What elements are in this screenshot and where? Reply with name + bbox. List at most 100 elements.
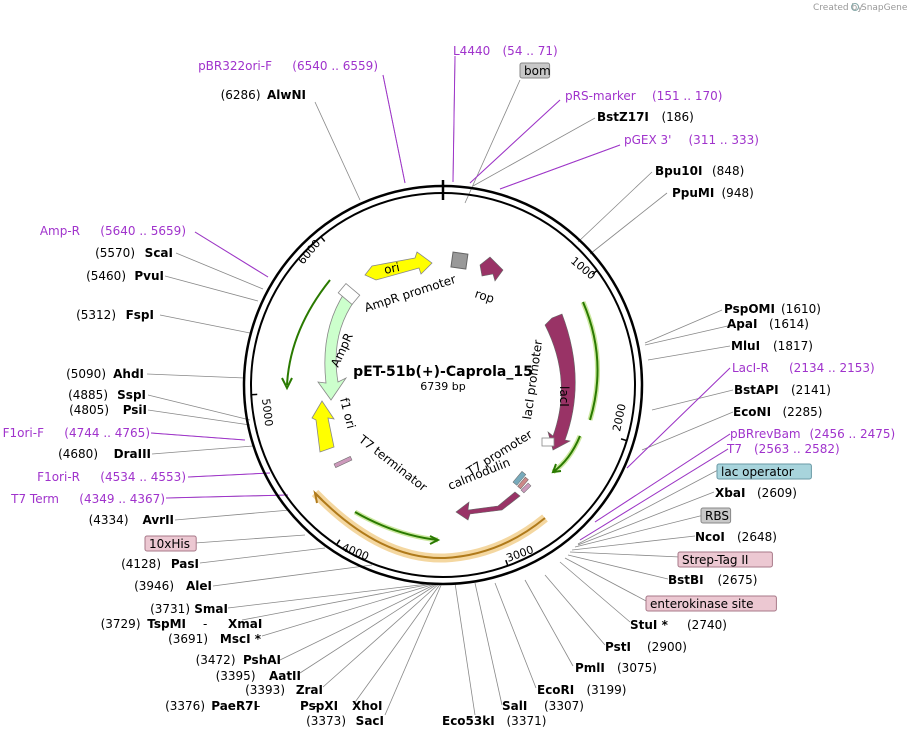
tick-2000 — [620, 438, 627, 442]
site-label-8-name: PpuMI — [672, 186, 714, 200]
plasmid-name: pET-51b(+)-Caprola_15 — [353, 364, 533, 380]
ampr-feature[interactable] — [317, 291, 356, 401]
calmodulin-feature[interactable] — [455, 491, 521, 521]
features — [281, 251, 601, 563]
site-label-18-pos: (2285) — [783, 405, 823, 419]
site-label-29-pos: (2900) — [647, 640, 687, 654]
f1-ori-feature[interactable] — [311, 400, 335, 453]
watermark-prefix: Created by — [813, 3, 863, 13]
site-label-43-name: XmaI — [228, 617, 262, 631]
site-label-44-name: SmaI — [194, 602, 228, 616]
site-label-50-name: F1ori-R — [37, 470, 80, 484]
site-label-48-pos: (4334) — [89, 513, 129, 527]
site-label-13-name: PspOMI — [724, 302, 775, 316]
site-label-49-pos: (4349 .. 4367) — [79, 492, 165, 506]
site-label-24-pos: (2648) — [737, 530, 777, 544]
site-label-45-pos: (3946) — [134, 579, 174, 593]
t7-terminator-feature[interactable] — [333, 456, 353, 468]
site-label-10-pos: (5570) — [95, 246, 135, 260]
site-label-15-name: MluI — [731, 339, 760, 353]
enterokinase-feature[interactable] — [520, 482, 532, 494]
site-label-51-name: DraIII — [114, 447, 151, 461]
site-label-37-name: PaeR7I — [211, 699, 258, 713]
site-label-0-pos: (6286) — [221, 88, 261, 102]
site-label-32-pos: (3307) — [544, 699, 584, 713]
tick-4000 — [335, 539, 341, 546]
tick-label-1000: 1000 — [568, 254, 598, 282]
site-label-0-name: AlwNI — [267, 88, 306, 102]
site-label-53-name: PsiI — [123, 403, 147, 417]
site-label-41-pos: (3691) — [168, 632, 208, 646]
f1-ori-label: f1 ori — [337, 396, 358, 430]
t7-terminator-label: T7 terminator — [355, 432, 430, 495]
site-label-21-name: lac operator — [721, 465, 794, 479]
site-label-27-name: enterokinase site — [650, 597, 753, 611]
site-label-19-pos: (2456 .. 2475) — [810, 427, 896, 441]
site-label-32-name: SalI — [502, 699, 527, 713]
site-label-49-name: T7 Term — [10, 492, 59, 506]
site-label-19-name: pBRrevBam — [730, 427, 801, 441]
site-label-54-name: SspI — [117, 388, 146, 402]
site-label-36-name: XhoI — [352, 699, 383, 713]
site-label-33-name: Eco53kI — [442, 714, 495, 728]
site-label-21-box — [716, 463, 812, 480]
site-label-3-box — [519, 62, 551, 79]
site-label-42-name: TspMI — [147, 617, 186, 631]
site-label-45-name: AleI — [186, 579, 212, 593]
plasmid-size: 6739 bp — [420, 380, 465, 393]
laci-feature[interactable] — [544, 313, 576, 451]
site-label-12-pos: (5312) — [76, 308, 116, 322]
snapgene-logo-icon — [851, 3, 859, 11]
site-label-25-name: Strep-Tag II — [682, 553, 748, 567]
site-label-28-name: StuI * — [630, 618, 669, 632]
ampr-promoter-feature[interactable] — [337, 283, 361, 305]
site-label-8-pos: (948) — [722, 186, 754, 200]
site-label-23-name: RBS — [705, 509, 729, 523]
site-label-41-name: MscI * — [220, 632, 262, 646]
lac-operator-feature[interactable] — [512, 470, 527, 486]
site-label-40-pos: (3472) — [196, 653, 236, 667]
label-dash-0: - — [203, 617, 207, 631]
tick-label-4000: 4000 — [340, 541, 371, 564]
site-label-16-pos: (2134 .. 2153) — [789, 361, 875, 375]
site-label-37-pos: (3376) — [165, 699, 205, 713]
ori-label: ori — [383, 260, 401, 277]
site-label-9-pos: (5640 .. 5659) — [100, 224, 186, 238]
site-label-14-pos: (1614) — [769, 317, 809, 331]
site-label-4-pos: (151 .. 170) — [652, 89, 722, 103]
site-label-31-pos: (3199) — [587, 683, 627, 697]
site-label-14-name: ApaI — [727, 317, 757, 331]
bom-feature[interactable] — [450, 251, 469, 270]
ori-feature[interactable] — [364, 251, 433, 281]
laci-promoter-feature[interactable] — [541, 437, 555, 447]
site-label-13-pos: (1610) — [781, 302, 821, 316]
primer-markers — [150, 55, 731, 541]
site-label-5-name: BstZ17I — [597, 110, 649, 124]
site-label-44-pos: (3731) — [150, 602, 190, 616]
strep-tag-feature[interactable] — [517, 476, 529, 490]
site-label-20-name: T7 — [726, 442, 742, 456]
site-label-10-name: ScaI — [145, 246, 173, 260]
site-label-11-pos: (5460) — [86, 269, 126, 283]
site-label-29-name: PstI — [605, 640, 631, 654]
site-label-48-name: AvrII — [142, 513, 174, 527]
tick-marks — [251, 180, 627, 566]
site-label-2-name: L4440 — [453, 44, 490, 58]
site-label-26-name: BstBI — [668, 573, 704, 587]
rop-feature[interactable] — [479, 256, 504, 282]
site-label-6-pos: (311 .. 333) — [689, 133, 759, 147]
site-label-47-box — [144, 535, 197, 552]
site-label-17-pos: (2141) — [791, 383, 831, 397]
site-label-39-pos: (3395) — [216, 669, 256, 683]
site-label-1-pos: (6540 .. 6559) — [292, 59, 378, 73]
site-label-34-name: SacI — [356, 714, 384, 728]
site-label-15-pos: (1817) — [773, 339, 813, 353]
site-label-6-name: pGEX 3' — [624, 133, 671, 147]
site-label-23-box — [700, 507, 732, 524]
tick-label-5000: 5000 — [259, 398, 275, 427]
label-dash-2: - — [256, 699, 260, 713]
site-label-39-name: AatII — [269, 669, 301, 683]
tick-3000 — [505, 559, 509, 566]
site-label-55-name: AhdI — [113, 367, 144, 381]
